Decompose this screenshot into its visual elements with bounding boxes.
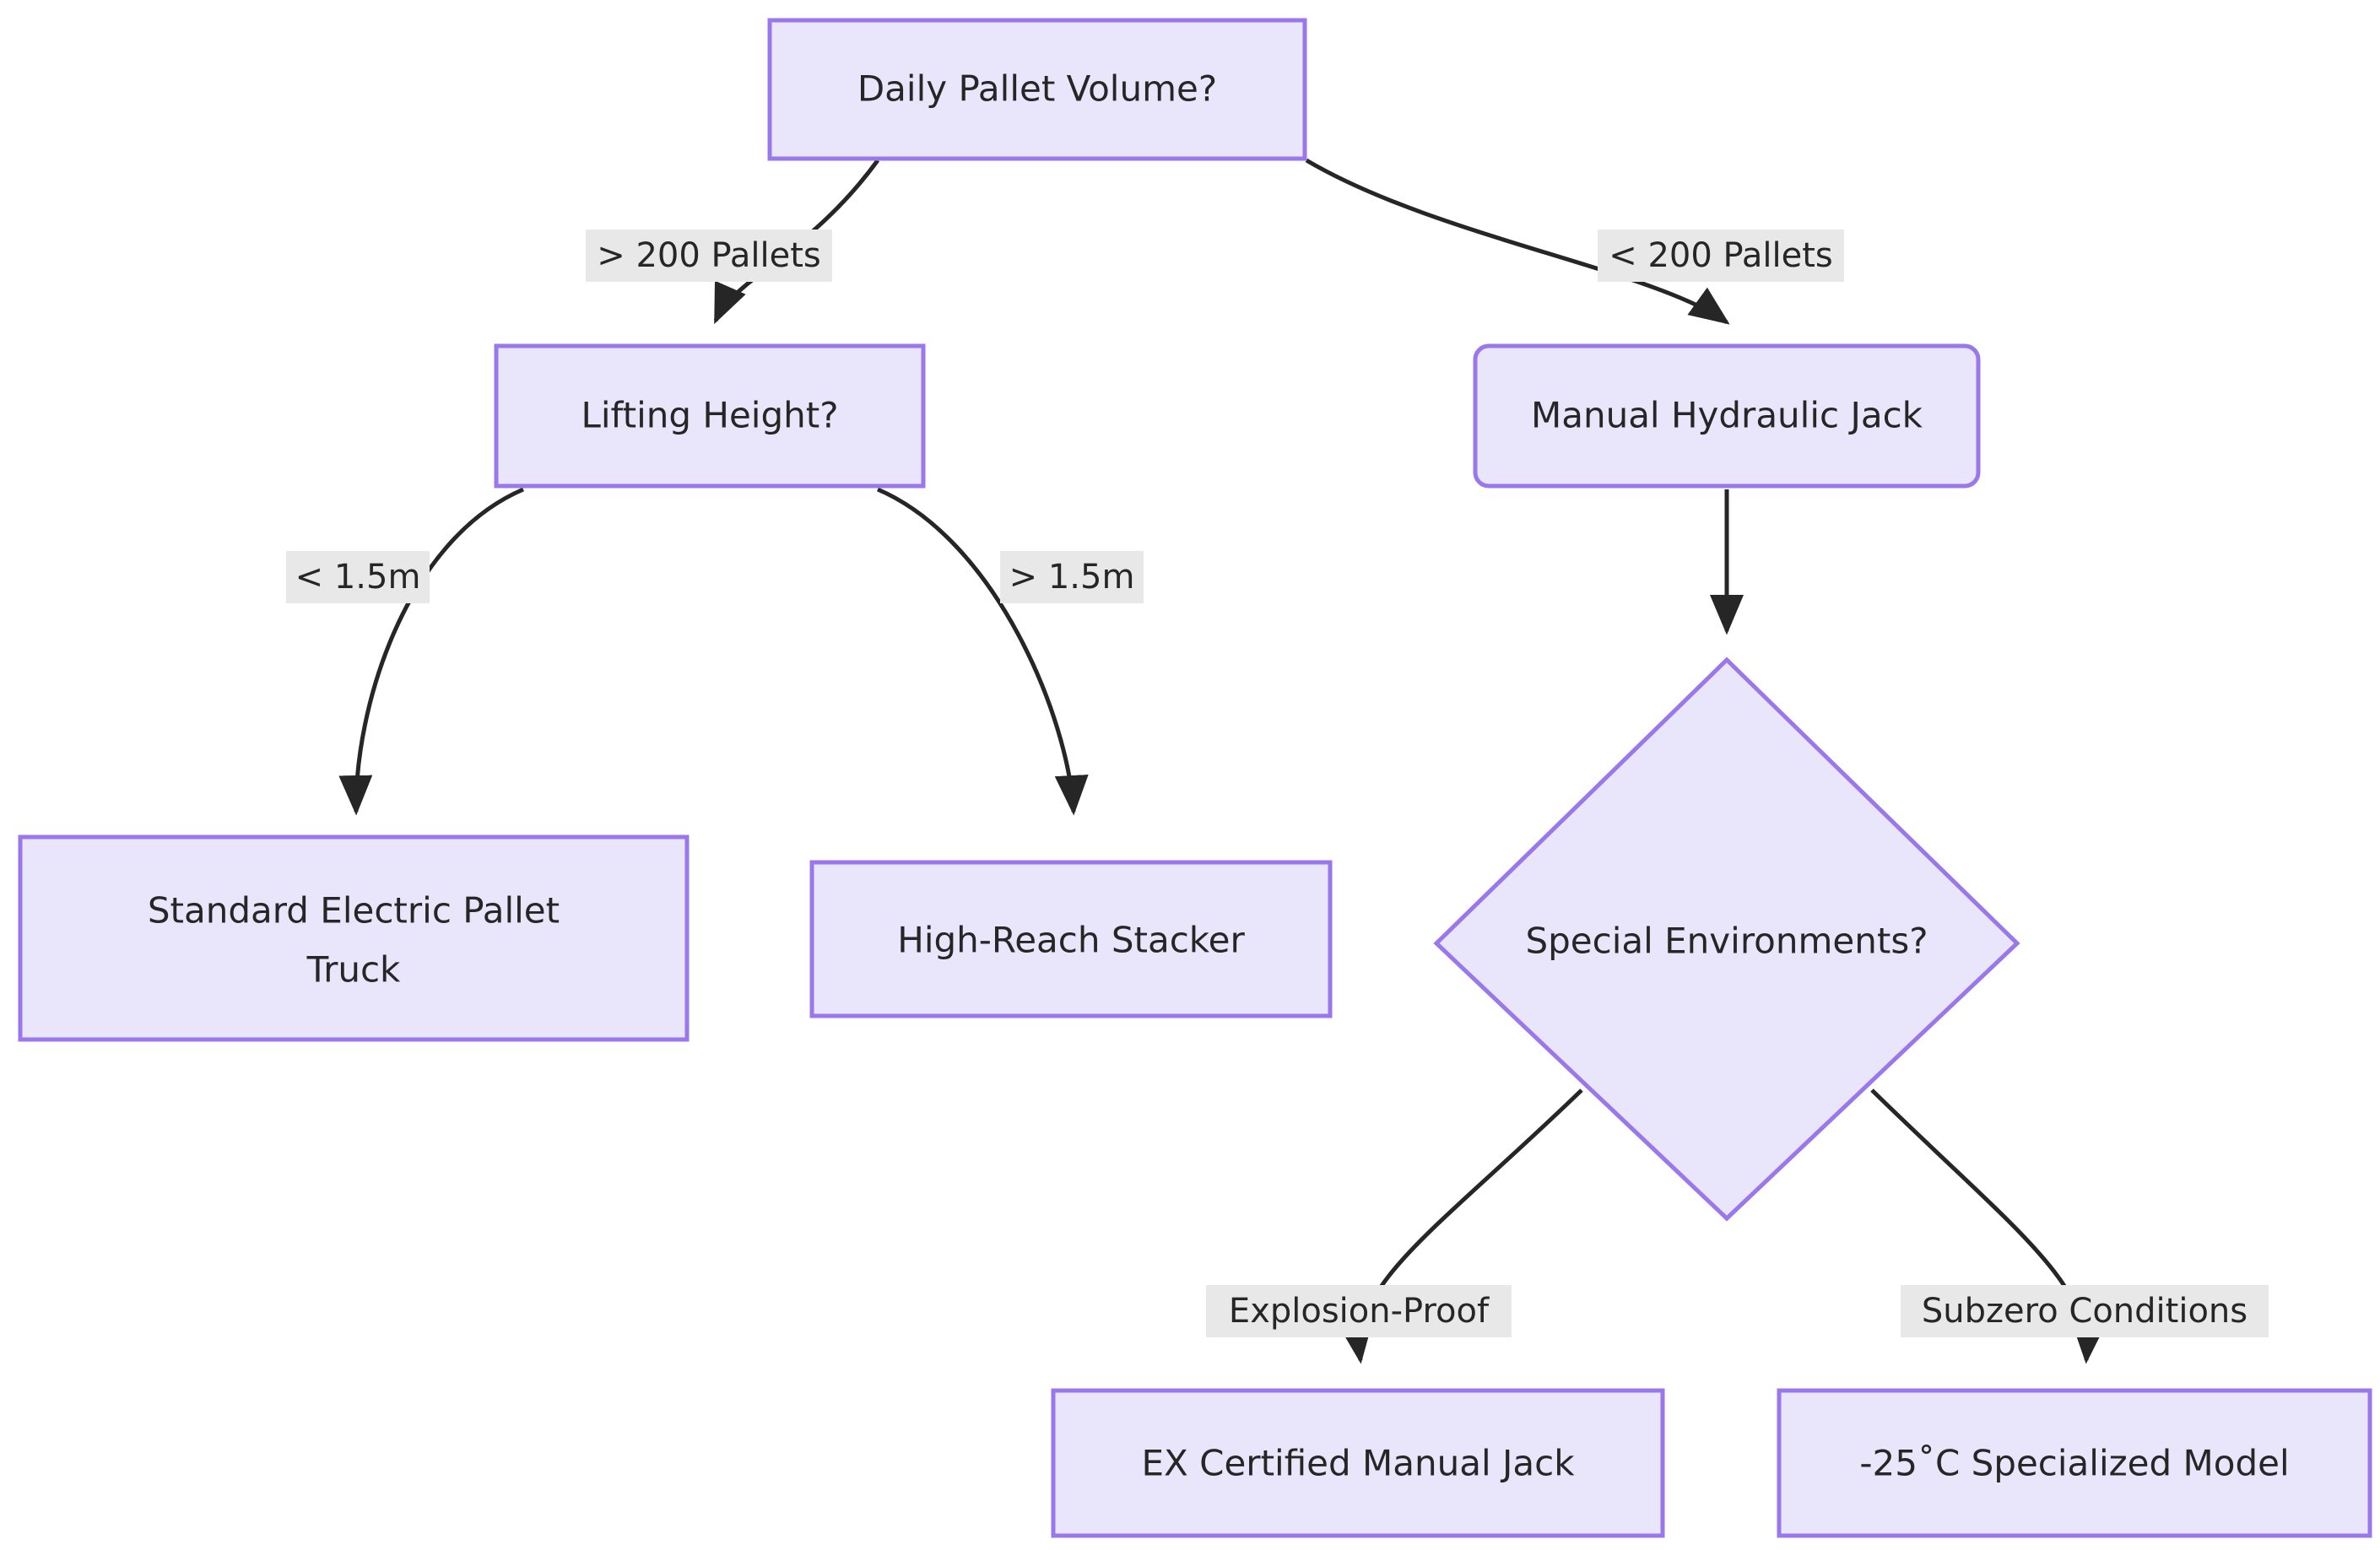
node-label: Lifting Height? xyxy=(581,395,838,436)
node-shape-rect[interactable] xyxy=(18,834,690,1042)
node-shape-rect[interactable] xyxy=(1051,1388,1665,1538)
edge-label-background xyxy=(1598,230,1844,282)
edge-label-lt-1-5m: < 1.5m xyxy=(286,551,430,603)
edge-label-gt-200-pallets: > 200 Pallets xyxy=(586,230,832,282)
node-label: Special Environments? xyxy=(1525,921,1928,962)
edge-lifting-to-standard xyxy=(338,487,524,816)
node-label: High-Reach Stacker xyxy=(897,920,1245,961)
node-shape-rect[interactable] xyxy=(767,18,1307,161)
node-shape-rounded-rect[interactable] xyxy=(1473,343,1981,489)
node-shape-rect[interactable] xyxy=(809,860,1333,1018)
node-label-line1: Standard Electric Pallet xyxy=(148,890,560,932)
edge-label-explosion-proof: Explosion-Proof xyxy=(1206,1285,1512,1337)
edge-label-text: < 200 Pallets xyxy=(1609,236,1833,275)
edge-label-background xyxy=(1206,1285,1512,1337)
edge-label-background xyxy=(1901,1285,2269,1337)
edge-path xyxy=(338,487,524,816)
node-ex-certified-manual-jack[interactable]: EX Certified Manual Jack xyxy=(1051,1388,1665,1538)
node-shape-rect[interactable] xyxy=(494,343,926,489)
node-label-line2: Truck xyxy=(306,949,401,991)
edge-label-background xyxy=(286,551,430,603)
node-label: Daily Pallet Volume? xyxy=(857,68,1217,110)
node-manual-hydraulic-jack[interactable]: Manual Hydraulic Jack xyxy=(1473,343,1981,489)
edge-label-background xyxy=(1000,551,1144,603)
node-subzero-specialized-model[interactable]: -25˚C Specialized Model xyxy=(1777,1388,2372,1538)
edge-label-lt-200-pallets: < 200 Pallets xyxy=(1598,230,1844,282)
edge-label-text: > 200 Pallets xyxy=(597,236,821,275)
edge-label-text: Explosion-Proof xyxy=(1229,1292,1490,1331)
node-label: EX Certified Manual Jack xyxy=(1141,1443,1575,1484)
node-high-reach-stacker[interactable]: High-Reach Stacker xyxy=(809,860,1333,1018)
edge-label-text: Subzero Conditions xyxy=(1922,1292,2247,1331)
edge-lifting-to-stacker xyxy=(877,487,1089,816)
node-special-environments[interactable]: Special Environments? xyxy=(1433,656,2020,1222)
node-daily-pallet-volume[interactable]: Daily Pallet Volume? xyxy=(767,18,1307,161)
edge-label-background xyxy=(586,230,832,282)
node-label: Manual Hydraulic Jack xyxy=(1531,395,1923,436)
edge-root-to-manual xyxy=(1305,158,1730,325)
edge-label-gt-1-5m: > 1.5m xyxy=(1000,551,1144,603)
node-lifting-height[interactable]: Lifting Height? xyxy=(494,343,926,489)
edge-path xyxy=(877,487,1089,816)
edge-label-subzero-conditions: Subzero Conditions xyxy=(1901,1285,2269,1337)
edge-path xyxy=(1305,158,1730,325)
node-shape-diamond[interactable] xyxy=(1433,656,2020,1222)
node-standard-electric-pallet-truck[interactable]: Standard Electric Pallet Truck xyxy=(18,834,690,1042)
edge-label-text: < 1.5m xyxy=(295,558,421,597)
edge-label-text: > 1.5m xyxy=(1009,558,1135,597)
node-label: -25˚C Specialized Model xyxy=(1859,1443,2289,1484)
node-shape-rect[interactable] xyxy=(1777,1388,2372,1538)
